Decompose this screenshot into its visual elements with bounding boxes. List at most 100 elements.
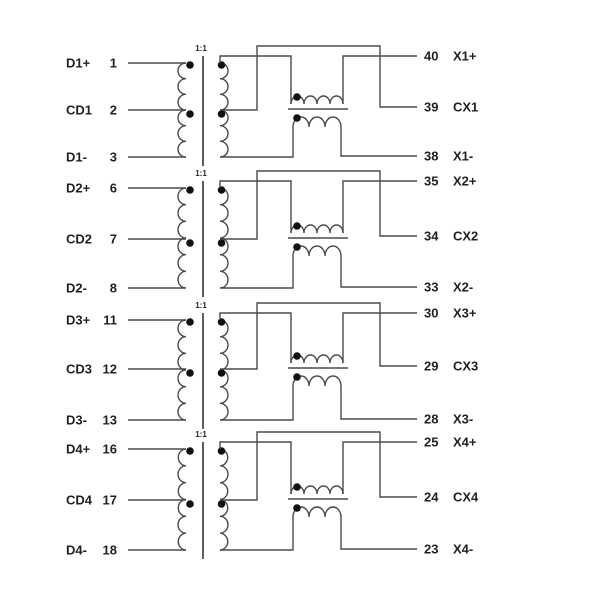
polarity-dot-primary-top xyxy=(186,186,194,194)
pin-number-24: 24 xyxy=(424,490,439,505)
wire-secondary-top-to-choke xyxy=(219,441,292,494)
pin-number-6: 6 xyxy=(110,181,117,196)
pin-label-CX2: CX2 xyxy=(453,229,478,244)
pin-label-CD1: CD1 xyxy=(66,103,92,118)
pin-wire-right-28 xyxy=(340,386,417,420)
pin-label-X1-: X1- xyxy=(453,149,473,164)
polarity-dot-primary-bottom xyxy=(186,500,194,508)
turns-ratio-label: 1:1 xyxy=(195,44,207,53)
turns-ratio-label: 1:1 xyxy=(195,430,207,439)
polarity-dot-secondary-top xyxy=(217,186,226,194)
wire-secondary-top-to-choke xyxy=(219,312,292,363)
pin-label-X4-: X4- xyxy=(453,542,473,557)
choke-bottom-winding xyxy=(292,375,342,387)
pin-label-CX3: CX3 xyxy=(453,359,478,374)
polarity-dot-secondary-bottom xyxy=(217,239,226,247)
pin-number-17: 17 xyxy=(103,493,117,508)
pin-wire-right-38 xyxy=(340,127,417,157)
polarity-dot-choke-bottom xyxy=(293,373,301,381)
wire-center-tap-to-cx xyxy=(220,45,417,111)
polarity-dot-secondary-bottom xyxy=(217,110,226,118)
wire-secondary-bottom-to-choke xyxy=(220,127,294,158)
pin-label-D2+: D2+ xyxy=(66,181,91,196)
pin-number-25: 25 xyxy=(424,435,438,450)
choke-top-winding xyxy=(290,95,344,105)
pin-number-39: 39 xyxy=(424,100,438,115)
wire-secondary-bottom-to-choke xyxy=(220,517,294,551)
choke-bottom-winding xyxy=(292,506,342,518)
pin-number-30: 30 xyxy=(424,306,438,321)
choke-top-winding xyxy=(290,354,344,364)
wire-center-tap-to-cx xyxy=(220,302,417,370)
pin-wire-right-35 xyxy=(342,180,417,233)
primary-winding xyxy=(177,187,187,289)
polarity-dot-primary-bottom xyxy=(186,239,194,247)
wire-secondary-bottom-to-choke xyxy=(220,256,294,289)
pin-label-CD3: CD3 xyxy=(66,362,92,377)
wire-secondary-top-to-choke xyxy=(219,180,292,233)
pin-label-CX1: CX1 xyxy=(453,100,478,115)
pin-label-D4-: D4- xyxy=(66,543,87,558)
polarity-dot-secondary-top xyxy=(217,447,226,455)
polarity-dot-choke-top xyxy=(293,352,301,360)
pin-label-X3+: X3+ xyxy=(453,306,477,321)
polarity-dot-secondary-top xyxy=(217,61,226,69)
pin-number-16: 16 xyxy=(103,442,117,457)
polarity-dot-primary-top xyxy=(186,447,194,455)
pin-label-D1+: D1+ xyxy=(66,56,91,71)
polarity-dot-choke-bottom xyxy=(293,243,301,251)
choke-bottom-winding xyxy=(292,116,342,128)
pin-wire-right-40 xyxy=(342,55,417,104)
pin-label-D2-: D2- xyxy=(66,281,87,296)
wire-center-tap-to-cx xyxy=(220,431,417,501)
pin-number-13: 13 xyxy=(103,413,117,428)
polarity-dot-choke-bottom xyxy=(293,504,301,512)
pin-label-X2-: X2- xyxy=(453,280,473,295)
pin-number-29: 29 xyxy=(424,359,438,374)
pin-label-CX4: CX4 xyxy=(453,490,479,505)
pin-number-35: 35 xyxy=(424,174,438,189)
polarity-dot-choke-top xyxy=(293,93,301,101)
polarity-dot-primary-top xyxy=(186,61,194,69)
pin-label-D3+: D3+ xyxy=(66,313,91,328)
polarity-dot-primary-top xyxy=(186,318,194,326)
wire-secondary-bottom-to-choke xyxy=(220,386,294,421)
turns-ratio-label: 1:1 xyxy=(195,301,207,310)
pin-wire-right-23 xyxy=(340,517,417,550)
polarity-dot-choke-top xyxy=(293,222,301,230)
pin-wire-right-30 xyxy=(342,312,417,363)
pin-label-D1-: D1- xyxy=(66,150,87,165)
pin-number-8: 8 xyxy=(110,281,117,296)
secondary-winding xyxy=(219,187,229,289)
pin-number-12: 12 xyxy=(103,362,117,377)
turns-ratio-label: 1:1 xyxy=(195,169,207,178)
choke-bottom-winding xyxy=(292,245,342,257)
choke-top-winding xyxy=(290,485,344,495)
pin-number-1: 1 xyxy=(110,56,117,71)
pin-label-X4+: X4+ xyxy=(453,435,477,450)
pin-number-23: 23 xyxy=(424,542,438,557)
pin-label-D4+: D4+ xyxy=(66,442,91,457)
polarity-dot-secondary-bottom xyxy=(217,500,226,508)
primary-winding xyxy=(177,319,187,421)
polarity-dot-secondary-bottom xyxy=(217,369,226,377)
pin-number-28: 28 xyxy=(424,412,438,427)
pin-number-7: 7 xyxy=(110,232,117,247)
polarity-dot-primary-bottom xyxy=(186,110,194,118)
wire-secondary-top-to-choke xyxy=(219,55,292,104)
pin-label-CD2: CD2 xyxy=(66,232,92,247)
pin-label-X3-: X3- xyxy=(453,412,473,427)
polarity-dot-secondary-top xyxy=(217,318,226,326)
primary-winding xyxy=(177,448,187,551)
polarity-dot-choke-top xyxy=(293,483,301,491)
pin-number-2: 2 xyxy=(110,103,117,118)
polarity-dot-primary-bottom xyxy=(186,369,194,377)
pin-label-X1+: X1+ xyxy=(453,49,477,64)
pin-label-X2+: X2+ xyxy=(453,174,477,189)
pin-label-D3-: D3- xyxy=(66,413,87,428)
wire-center-tap-to-cx xyxy=(220,170,417,240)
pin-number-18: 18 xyxy=(103,543,117,558)
pin-number-40: 40 xyxy=(424,49,438,64)
